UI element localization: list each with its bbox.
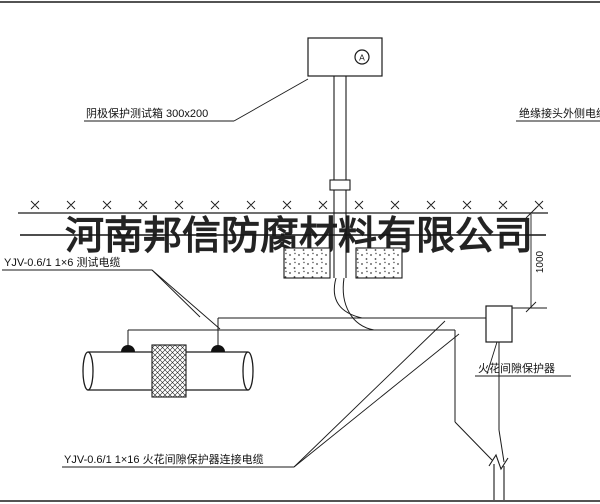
dimension-text: 1000 xyxy=(535,250,546,273)
connect-cable-label: YJV-0.6/1 1×16 火花间隙保护器连接电缆 xyxy=(64,452,264,466)
riser-conduit xyxy=(329,76,351,278)
cable-runs xyxy=(127,317,505,463)
concrete-block-right xyxy=(355,247,403,279)
grade-hatch-marks xyxy=(30,200,544,210)
ammeter-circle-icon xyxy=(354,49,370,65)
cable-break-symbol xyxy=(488,453,509,500)
test-cable-label: YJV-0.6/1 1×6 测试电缆 xyxy=(4,256,120,269)
test-box-label-leader xyxy=(84,78,309,122)
pipe-end-right xyxy=(242,351,254,391)
spark-gap-protector xyxy=(485,305,513,343)
spark-gap-label-leader xyxy=(475,341,571,377)
weld-point-right xyxy=(211,345,225,352)
conduit-coupling xyxy=(329,179,351,191)
conduit-cable-curves xyxy=(333,277,375,331)
concrete-block-left xyxy=(283,247,331,279)
insulating-joint xyxy=(151,344,187,398)
connect-cable-label-leader xyxy=(62,320,460,468)
test-box xyxy=(307,37,383,77)
ammeter-letter: A xyxy=(359,53,365,63)
spark-gap-label: 火花间隙保护器 xyxy=(478,361,555,375)
cable-weld-points xyxy=(121,345,225,352)
concrete-blocks xyxy=(283,247,403,279)
pipe-end-left xyxy=(82,351,94,391)
weld-point-left xyxy=(121,345,135,352)
outer-cable-label: 绝缘接头外侧电缆 xyxy=(519,106,600,120)
dimension-1000 xyxy=(512,207,547,313)
test-cable-label-leader xyxy=(2,269,221,330)
test-box-label: 阴极保护测试箱 300x200 xyxy=(86,106,208,120)
